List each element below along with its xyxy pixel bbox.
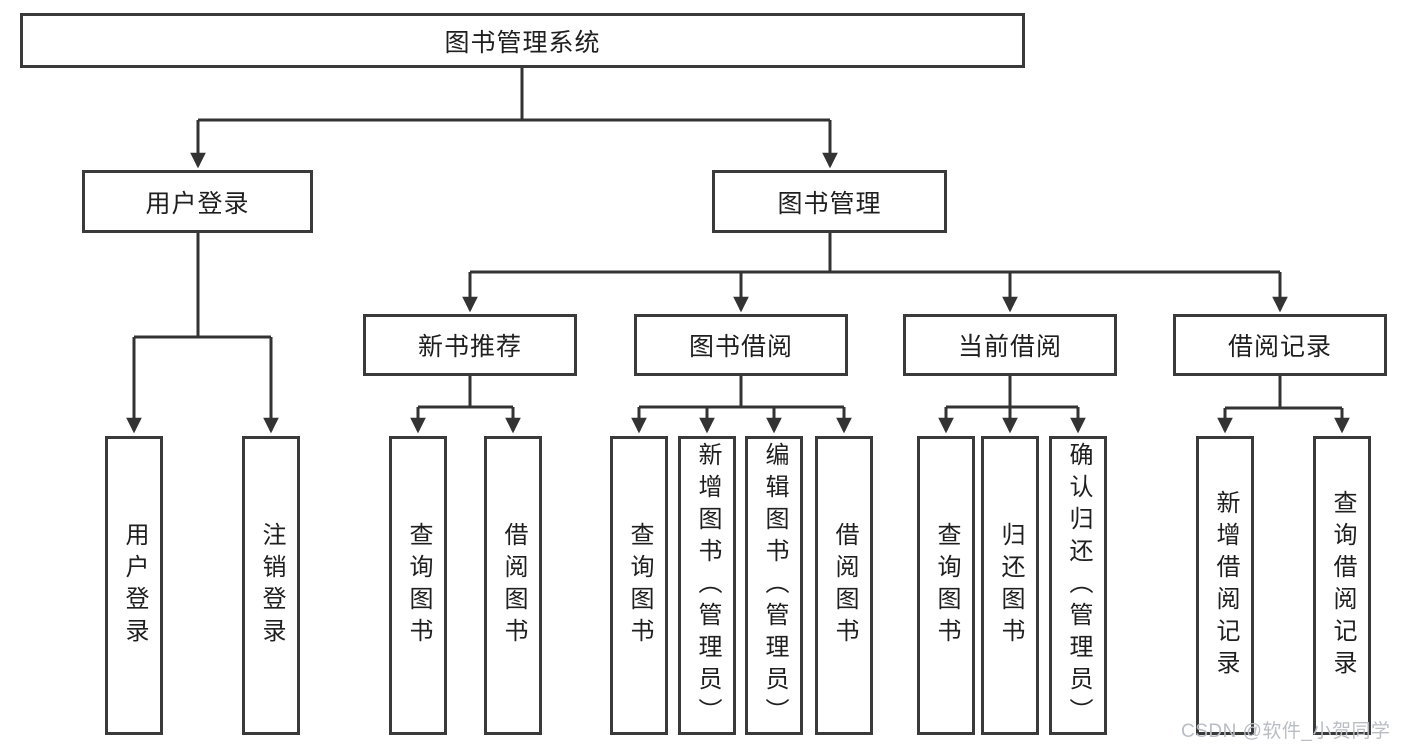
leaf-label: 查询图书 [933,521,960,650]
leaf-label: 新增借阅记录 [1212,489,1239,682]
node-label: 借阅记录 [1227,333,1332,361]
node-new-book-recommend: 新书推荐 [363,314,577,376]
node-label: 图书借阅 [688,333,793,361]
node-book-mgmt: 图书管理 [712,170,947,233]
leaf-label: 新增图书（管理员） [694,441,721,730]
leaf-query-book: 查询图书 [610,436,668,735]
leaf-label: 借阅图书 [831,521,858,650]
leaf-logout: 注销登录 [242,436,300,735]
node-user-login-label: 用户登录 [145,189,250,218]
node-label: 当前借阅 [957,333,1062,361]
node-book-mgmt-label: 图书管理 [777,189,882,218]
leaf-add-borrow-record: 新增借阅记录 [1196,436,1254,735]
node-current-borrow: 当前借阅 [903,314,1117,376]
leaf-label: 查询图书 [405,521,432,650]
leaf-label: 归还图书 [997,521,1024,650]
leaf-label: 查询图书 [626,521,653,650]
connector-user-login-split [126,233,279,434]
leaf-query-current: 查询图书 [917,436,975,735]
node-borrow-record: 借阅记录 [1173,314,1387,376]
node-user-login: 用户登录 [82,170,313,233]
leaf-edit-book-admin: 编辑图书（管理员） [745,436,803,735]
connector-current-borrow-split [938,376,1086,434]
leaf-add-book-admin: 新增图书（管理员） [678,436,736,735]
leaf-borrow-book: 借阅图书 [815,436,873,735]
leaf-borrow-book-recommend: 借阅图书 [484,436,542,735]
leaf-label: 注销登录 [258,521,285,650]
leaf-user-login: 用户登录 [105,436,163,735]
leaf-label: 编辑图书（管理员） [761,441,788,730]
leaf-label: 查询借阅记录 [1329,489,1356,682]
leaf-label: 用户登录 [121,521,148,650]
connector-book-borrow-split [631,376,852,434]
leaf-label: 确认归还（管理员） [1065,441,1092,730]
node-root: 图书管理系统 [20,13,1025,68]
node-label: 新书推荐 [417,333,522,361]
leaf-query-book-recommend: 查询图书 [389,436,447,735]
watermark: CSDN @软件_小贺同学 [1181,721,1391,742]
connector-book-mgmt-split [462,233,1288,313]
connector-root-split [190,68,838,169]
leaf-label: 借阅图书 [500,521,527,650]
leaf-confirm-return-admin: 确认归还（管理员） [1049,436,1107,735]
connector-borrow-record-split [1217,376,1350,434]
node-root-label: 图书管理系统 [444,28,601,57]
leaf-return-book: 归还图书 [981,436,1039,735]
leaf-query-borrow-record: 查询借阅记录 [1313,436,1371,735]
node-book-borrow: 图书借阅 [634,314,848,376]
connector-new-book-split [410,376,521,434]
